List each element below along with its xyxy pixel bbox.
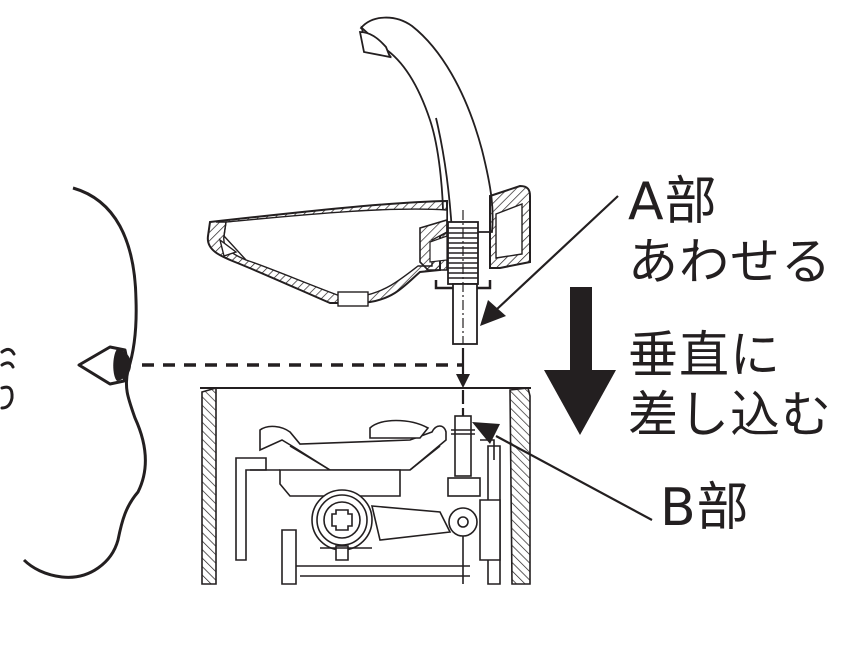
faucet <box>358 16 494 233</box>
label-vertical: 垂直に <box>628 326 781 384</box>
down-arrow-icon <box>544 287 616 435</box>
cropped-text-fragment <box>0 347 16 410</box>
head-profile <box>22 186 147 579</box>
pointer-a <box>480 195 619 326</box>
label-insert: 差し込む <box>628 386 832 444</box>
label-align-instruction: あわせる <box>628 233 832 291</box>
pointer-b <box>472 422 653 521</box>
washbasin <box>206 184 531 307</box>
eye-icon <box>77 345 131 386</box>
label-part-b: B部 <box>660 478 750 538</box>
faucet-shaft <box>434 210 492 345</box>
tank-mechanism <box>200 386 531 585</box>
label-part-a: A部 <box>628 172 718 232</box>
